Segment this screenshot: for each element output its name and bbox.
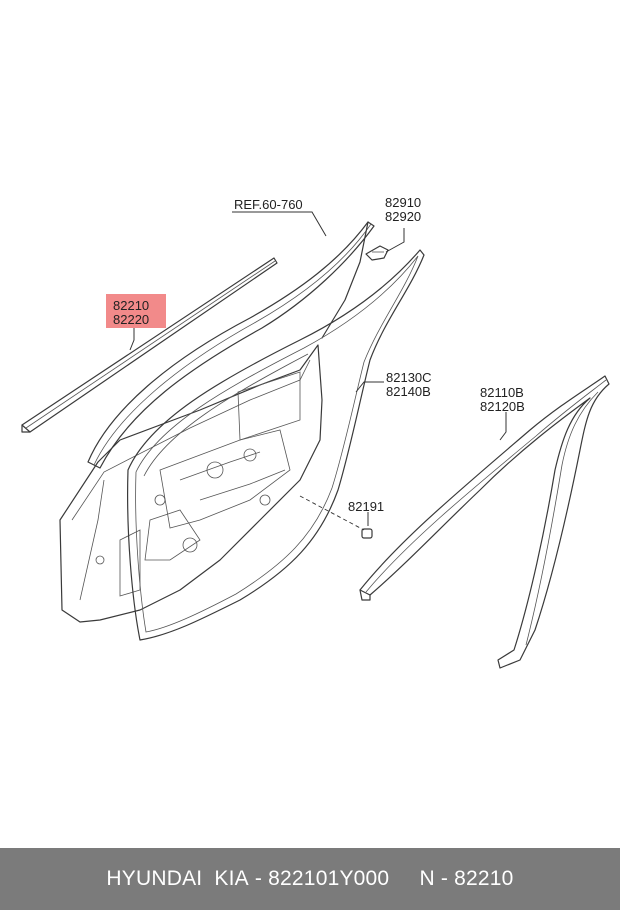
clip-82910: [365, 245, 389, 261]
label-82210: 82210: [113, 298, 149, 313]
fastener-82191: [361, 528, 373, 539]
label-82140b: 82140B: [386, 384, 431, 399]
footer-bar: HYUNDAI KIA - 822101Y000 N - 82210: [0, 848, 620, 910]
door-panel: [59, 344, 323, 623]
label-82110b: 82110B: [480, 385, 524, 400]
label-82920: 82920: [385, 209, 421, 224]
label-82130c: 82130C: [386, 370, 432, 385]
window-frame: [87, 221, 375, 469]
part-highlight: [106, 294, 166, 328]
body-strip-leader: [499, 412, 507, 441]
footer-sep1: -: [254, 867, 263, 890]
weatherstrip-leader: [355, 381, 384, 393]
label-ref: REF.60-760: [234, 197, 303, 212]
label-82220: 82220: [113, 312, 149, 327]
body-weatherstrip: [359, 375, 610, 669]
door-weatherstrip: [127, 249, 425, 641]
belt-weatherstrip: [21, 257, 278, 433]
fastener-leader: [299, 495, 365, 531]
footer-sep2: -: [440, 867, 449, 890]
ref-leader: [232, 211, 327, 237]
belt-leader: [129, 328, 135, 351]
footer-n-label: N: [419, 867, 435, 890]
footer-ref-number: 82210: [454, 867, 514, 890]
footer-make: KIA: [214, 867, 249, 890]
label-82191: 82191: [348, 499, 384, 514]
footer-part-number: 822101Y000: [268, 867, 390, 890]
parts-diagram: REF.60-760 82910 82920 82210 82220 82130…: [21, 195, 610, 669]
label-82910: 82910: [385, 195, 421, 210]
label-82120b: 82120B: [480, 399, 525, 414]
footer-brand: HYUNDAI: [106, 867, 203, 890]
clip-leader: [385, 228, 405, 253]
